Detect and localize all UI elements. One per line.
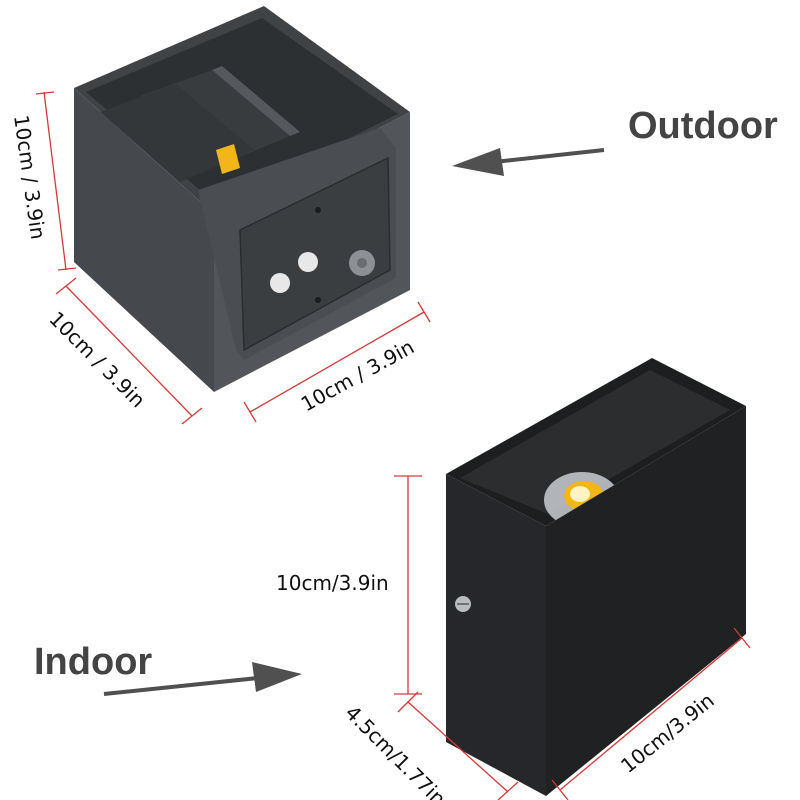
outdoor-lamp-cert-badge: [298, 252, 318, 272]
indoor-depth-label: 4.5cm/1.77in: [340, 701, 450, 800]
outdoor-lamp-fin: [212, 66, 300, 136]
indoor-dimension-lines: [394, 475, 751, 800]
outdoor-depth-label: 10cm / 3.9in: [44, 307, 150, 413]
outdoor-height-label: 10cm / 3.9in: [9, 113, 50, 241]
indoor-arrow: [103, 662, 302, 696]
outdoor-title: Outdoor: [628, 105, 778, 147]
outdoor-lamp-fin: [100, 84, 254, 182]
outdoor-dimension-lines: [35, 91, 431, 425]
outdoor-lamp-cert-badge: [270, 273, 290, 293]
outdoor-arrow: [452, 148, 605, 176]
indoor-lamp-front-face: [546, 406, 746, 796]
outdoor-lamp-led: [216, 144, 240, 174]
outdoor-lamp-screw-hole: [315, 297, 321, 303]
indoor-title: Indoor: [34, 641, 152, 683]
indoor-lamp-led-core: [570, 486, 590, 502]
outdoor-lamp-left-face: [74, 88, 214, 392]
indoor-lamp-cavity: [460, 370, 730, 514]
indoor-lamp: [446, 358, 746, 796]
outdoor-width-label: 10cm / 3.9in: [297, 335, 418, 417]
outdoor-lamp-mount-plate-inner: [239, 156, 391, 352]
outdoor-lamp-cable-gland: [357, 258, 367, 268]
indoor-lamp-left-face: [446, 474, 546, 796]
indoor-height-label: 10cm/3.9in: [276, 571, 389, 595]
outdoor-lamp: [74, 6, 410, 392]
outdoor-lamp-screw-hole: [315, 207, 321, 213]
